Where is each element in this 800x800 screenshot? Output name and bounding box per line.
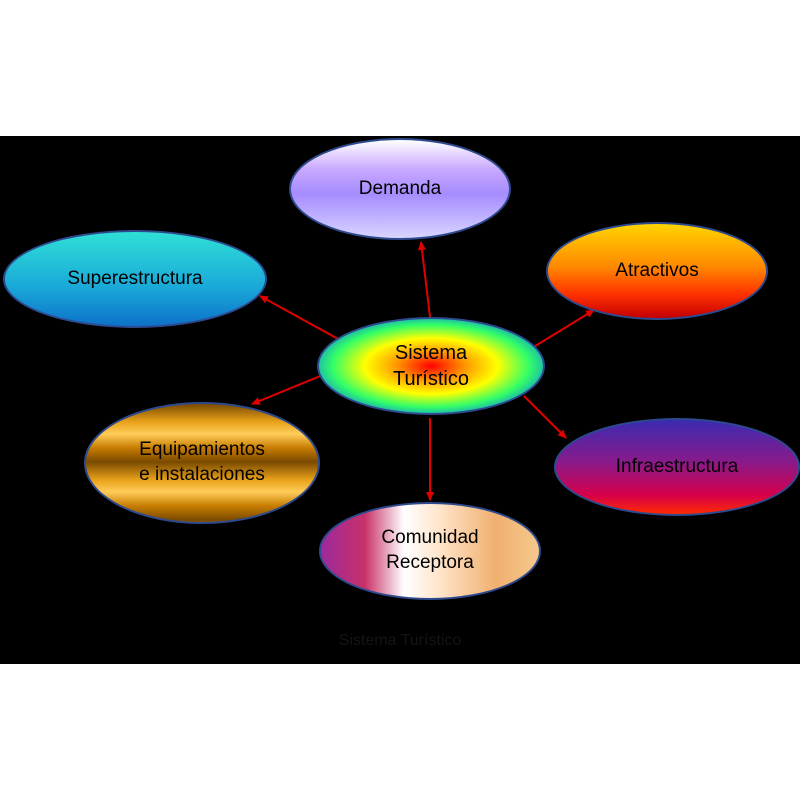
- arrow-to-atractivos: [531, 309, 595, 349]
- node-comunidad-receptora-label: Comunidad Receptora: [381, 527, 479, 573]
- node-sistema-turistico-label: Sistema Turístico: [393, 342, 469, 390]
- node-superestructura-label: Superestructura: [67, 267, 203, 289]
- node-infraestructura-label: Infraestructura: [615, 455, 739, 477]
- node-infraestructura: Infraestructura: [554, 418, 800, 516]
- diagram-caption: Sistema Turístico: [338, 632, 462, 649]
- node-comunidad-receptora: Comunidad Receptora: [319, 502, 541, 600]
- node-equipamientos: Equipamientos e instalaciones: [84, 402, 320, 524]
- arrow-to-demanda: [417, 241, 431, 318]
- node-demanda: Demanda: [289, 138, 511, 240]
- node-sistema-turistico: Sistema Turístico: [317, 317, 545, 415]
- arrow-to-equipamientos: [251, 371, 331, 405]
- node-atractivos-label: Atractivos: [615, 259, 699, 281]
- node-atractivos: Atractivos: [546, 222, 768, 320]
- arrow-to-infraestructura: [523, 395, 567, 439]
- arrow-to-superestructura: [259, 295, 341, 341]
- node-superestructura: Superestructura: [3, 230, 267, 328]
- node-demanda-label: Demanda: [358, 177, 442, 199]
- node-equipamientos-label: Equipamientos e instalaciones: [139, 439, 265, 485]
